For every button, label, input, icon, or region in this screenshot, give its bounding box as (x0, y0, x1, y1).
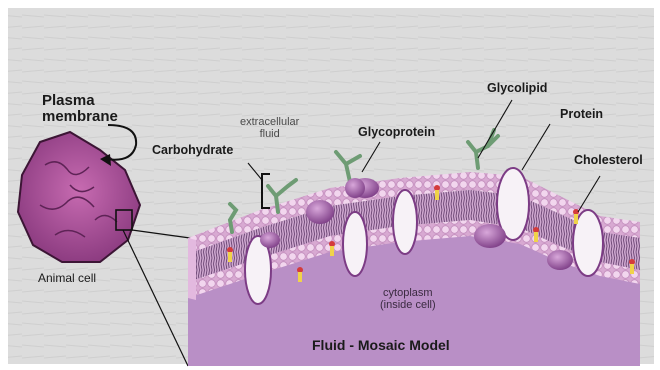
glycolipid-label: Glycolipid (487, 82, 547, 95)
extracellular-fluid-label: extracellular fluid (240, 117, 299, 140)
animal-cell-label: Animal cell (38, 272, 96, 285)
model-title: Fluid - Mosaic Model (312, 338, 450, 353)
glycoprotein-label: Glycoprotein (358, 126, 435, 139)
protein-label: Protein (560, 108, 603, 121)
carbohydrate-label: Carbohydrate (152, 144, 233, 157)
cytoplasm-label: cytoplasm (inside cell) (380, 288, 436, 311)
plasma-membrane-label: Plasma membrane (42, 93, 118, 125)
cholesterol-label: Cholesterol (574, 154, 643, 167)
